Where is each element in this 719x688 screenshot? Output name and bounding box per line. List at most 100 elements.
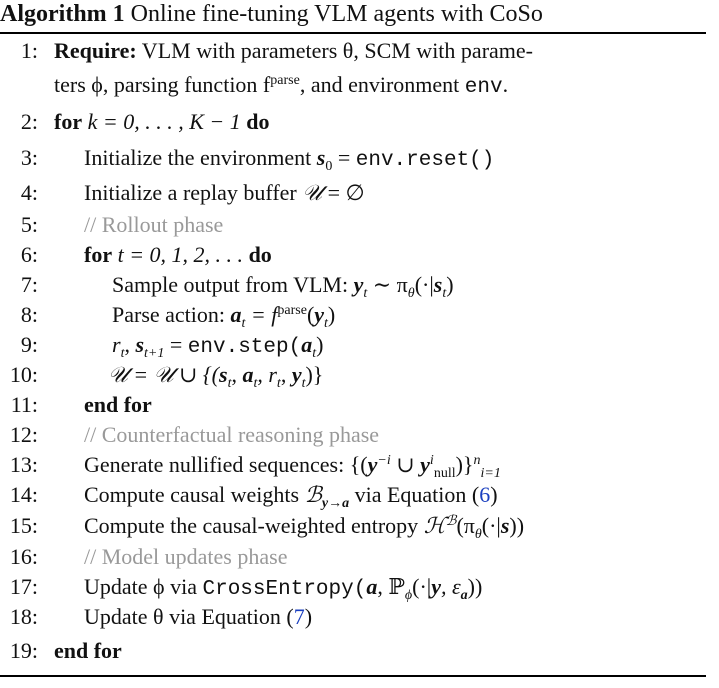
text-segment: , and environment — [299, 72, 465, 97]
line-number: 15: — [9, 513, 38, 538]
math-bold: y — [367, 452, 378, 477]
line-number: 11: — [10, 392, 38, 417]
line-text: Compute the causal-weighted entropy ℋℬ(π… — [84, 513, 525, 542]
text-segment: ) — [304, 604, 313, 629]
line-number: 2: — [20, 109, 38, 134]
top-rule — [0, 32, 706, 34]
math-bold: s — [433, 272, 443, 297]
math-bold: y — [314, 302, 325, 327]
line-text: for k = 0, . . . , K − 1 do — [54, 109, 269, 135]
subscript: θ — [407, 286, 415, 301]
line-text: Update θ via Equation (7) — [84, 604, 312, 630]
math-segment: 𝒰 — [302, 180, 323, 205]
text-segment: (π — [456, 513, 475, 538]
superscript: parse — [270, 73, 300, 88]
text-segment: Sample output from VLM: — [112, 272, 354, 297]
math-bold: y — [291, 362, 302, 387]
math-segment: t = 0, 1, 2, . . . — [112, 242, 249, 267]
line-number: 7: — [20, 272, 38, 297]
line-text: Parse action: at = fparse(yt) — [112, 302, 336, 331]
subscript: t — [276, 376, 281, 391]
text-segment: ) — [316, 332, 324, 357]
math-bold: s — [500, 513, 510, 538]
equation-ref-7[interactable]: 7 — [293, 604, 305, 629]
code-env: env — [464, 76, 503, 99]
keyword-do: do — [246, 109, 270, 134]
text-segment: = — [164, 332, 188, 357]
math-bold: y — [353, 272, 364, 297]
subscript: a — [460, 588, 468, 603]
text-segment: . — [502, 72, 509, 97]
math-segment: 𝒰 = 𝒰 ∪ {( — [108, 362, 220, 387]
line-number: 18: — [9, 604, 38, 629]
text-segment: ) — [446, 272, 454, 297]
subscript: t — [253, 376, 258, 391]
subscript: i=1 — [480, 466, 501, 481]
text-segment: ∪ — [390, 452, 421, 477]
text-segment: = — [332, 145, 356, 170]
math-segment: r — [112, 332, 121, 357]
subscript: t — [227, 376, 232, 391]
keyword-require: Require: — [54, 38, 137, 63]
math-bold: a — [366, 574, 378, 599]
text-segment: )) — [467, 574, 483, 599]
text-segment: )} — [455, 452, 474, 477]
code-env-step: env.step( — [187, 336, 302, 359]
text-segment: VLM with parameters θ, SCM with parame- — [136, 38, 533, 63]
text-segment: , — [124, 332, 136, 357]
math-bold: s — [316, 145, 326, 170]
subscript: t — [324, 316, 328, 331]
math-bold: a — [242, 362, 254, 387]
math-bold: s — [135, 332, 145, 357]
subscript: t — [301, 376, 306, 391]
comment-model-updates: // Model updates phase — [84, 544, 288, 569]
text-segment: ∼ π — [367, 272, 408, 297]
subscript: ϕ — [404, 588, 413, 603]
superscript: −i — [377, 453, 391, 468]
subscript: θ — [474, 527, 482, 542]
superscript: n — [473, 453, 481, 468]
math-segment: k = 0, . . . , K − 1 — [82, 109, 247, 134]
subscript: t — [363, 286, 368, 301]
text-segment: = ∅ — [322, 180, 365, 205]
subscript: null — [433, 466, 456, 481]
subscript: t — [442, 286, 447, 301]
text-segment: Generate nullified sequences: {( — [84, 452, 368, 477]
line-number: 19: — [9, 638, 38, 663]
line-number: 8: — [20, 302, 38, 327]
line-text: Sample output from VLM: yt ∼ πθ(·|st) — [112, 272, 454, 301]
equation-ref-6[interactable]: 6 — [479, 482, 491, 507]
superscript: ℬ — [445, 514, 457, 529]
subscript: 0 — [325, 159, 333, 174]
math-segment: ℬ — [304, 482, 322, 507]
line-number: 10: — [9, 362, 38, 387]
keyword-end-for: end for — [84, 392, 152, 417]
text-segment: Compute the causal-weighted entropy — [84, 513, 424, 538]
text-segment: ) — [327, 302, 336, 327]
text-segment: (·| — [481, 513, 501, 538]
text-segment: ( — [306, 302, 315, 327]
algorithm-title: Algorithm 1 Online fine-tuning VLM agent… — [0, 0, 543, 28]
text-segment: Update ϕ via — [84, 574, 203, 599]
comment-counterfactual: // Counterfactual reasoning phase — [84, 422, 380, 447]
text-segment: via Equation ( — [349, 482, 480, 507]
subscript: t — [241, 316, 246, 331]
text-segment: )) — [509, 513, 525, 538]
text-segment: Update θ via Equation ( — [84, 604, 294, 629]
bottom-rule — [0, 675, 706, 677]
math-bold: y — [420, 452, 430, 477]
line-number: 16: — [9, 544, 38, 569]
math-bold: y — [431, 574, 441, 599]
text-segment: Initialize a replay buffer — [84, 180, 303, 205]
keyword-end-for: end for — [54, 638, 122, 663]
text-segment: Initialize the environment — [84, 145, 317, 170]
math-segment: , ε — [440, 574, 461, 599]
math-segment: = f — [245, 302, 278, 327]
line-text: Generate nullified sequences: {(y−i ∪ yi… — [84, 452, 501, 481]
math-bold: a — [230, 302, 242, 327]
line-number: 4: — [20, 180, 38, 205]
line-number: 1: — [20, 38, 38, 63]
subscript: y→a — [321, 496, 350, 511]
line-text: ters ϕ, parsing function fparse, and env… — [54, 72, 508, 99]
